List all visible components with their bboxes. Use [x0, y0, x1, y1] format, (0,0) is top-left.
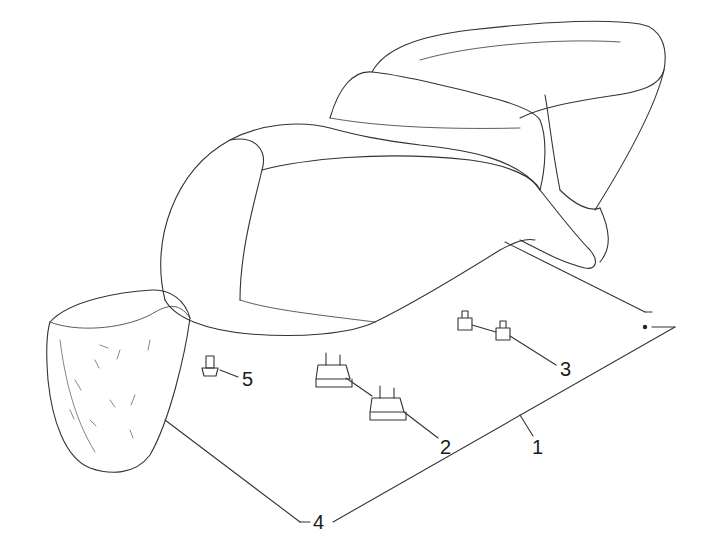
callout-number: 3	[560, 358, 571, 380]
callout-number: 5	[242, 368, 253, 390]
callout-number: 1	[532, 436, 543, 458]
callout-number: 2	[440, 436, 451, 458]
callout-number: 4	[313, 511, 324, 533]
